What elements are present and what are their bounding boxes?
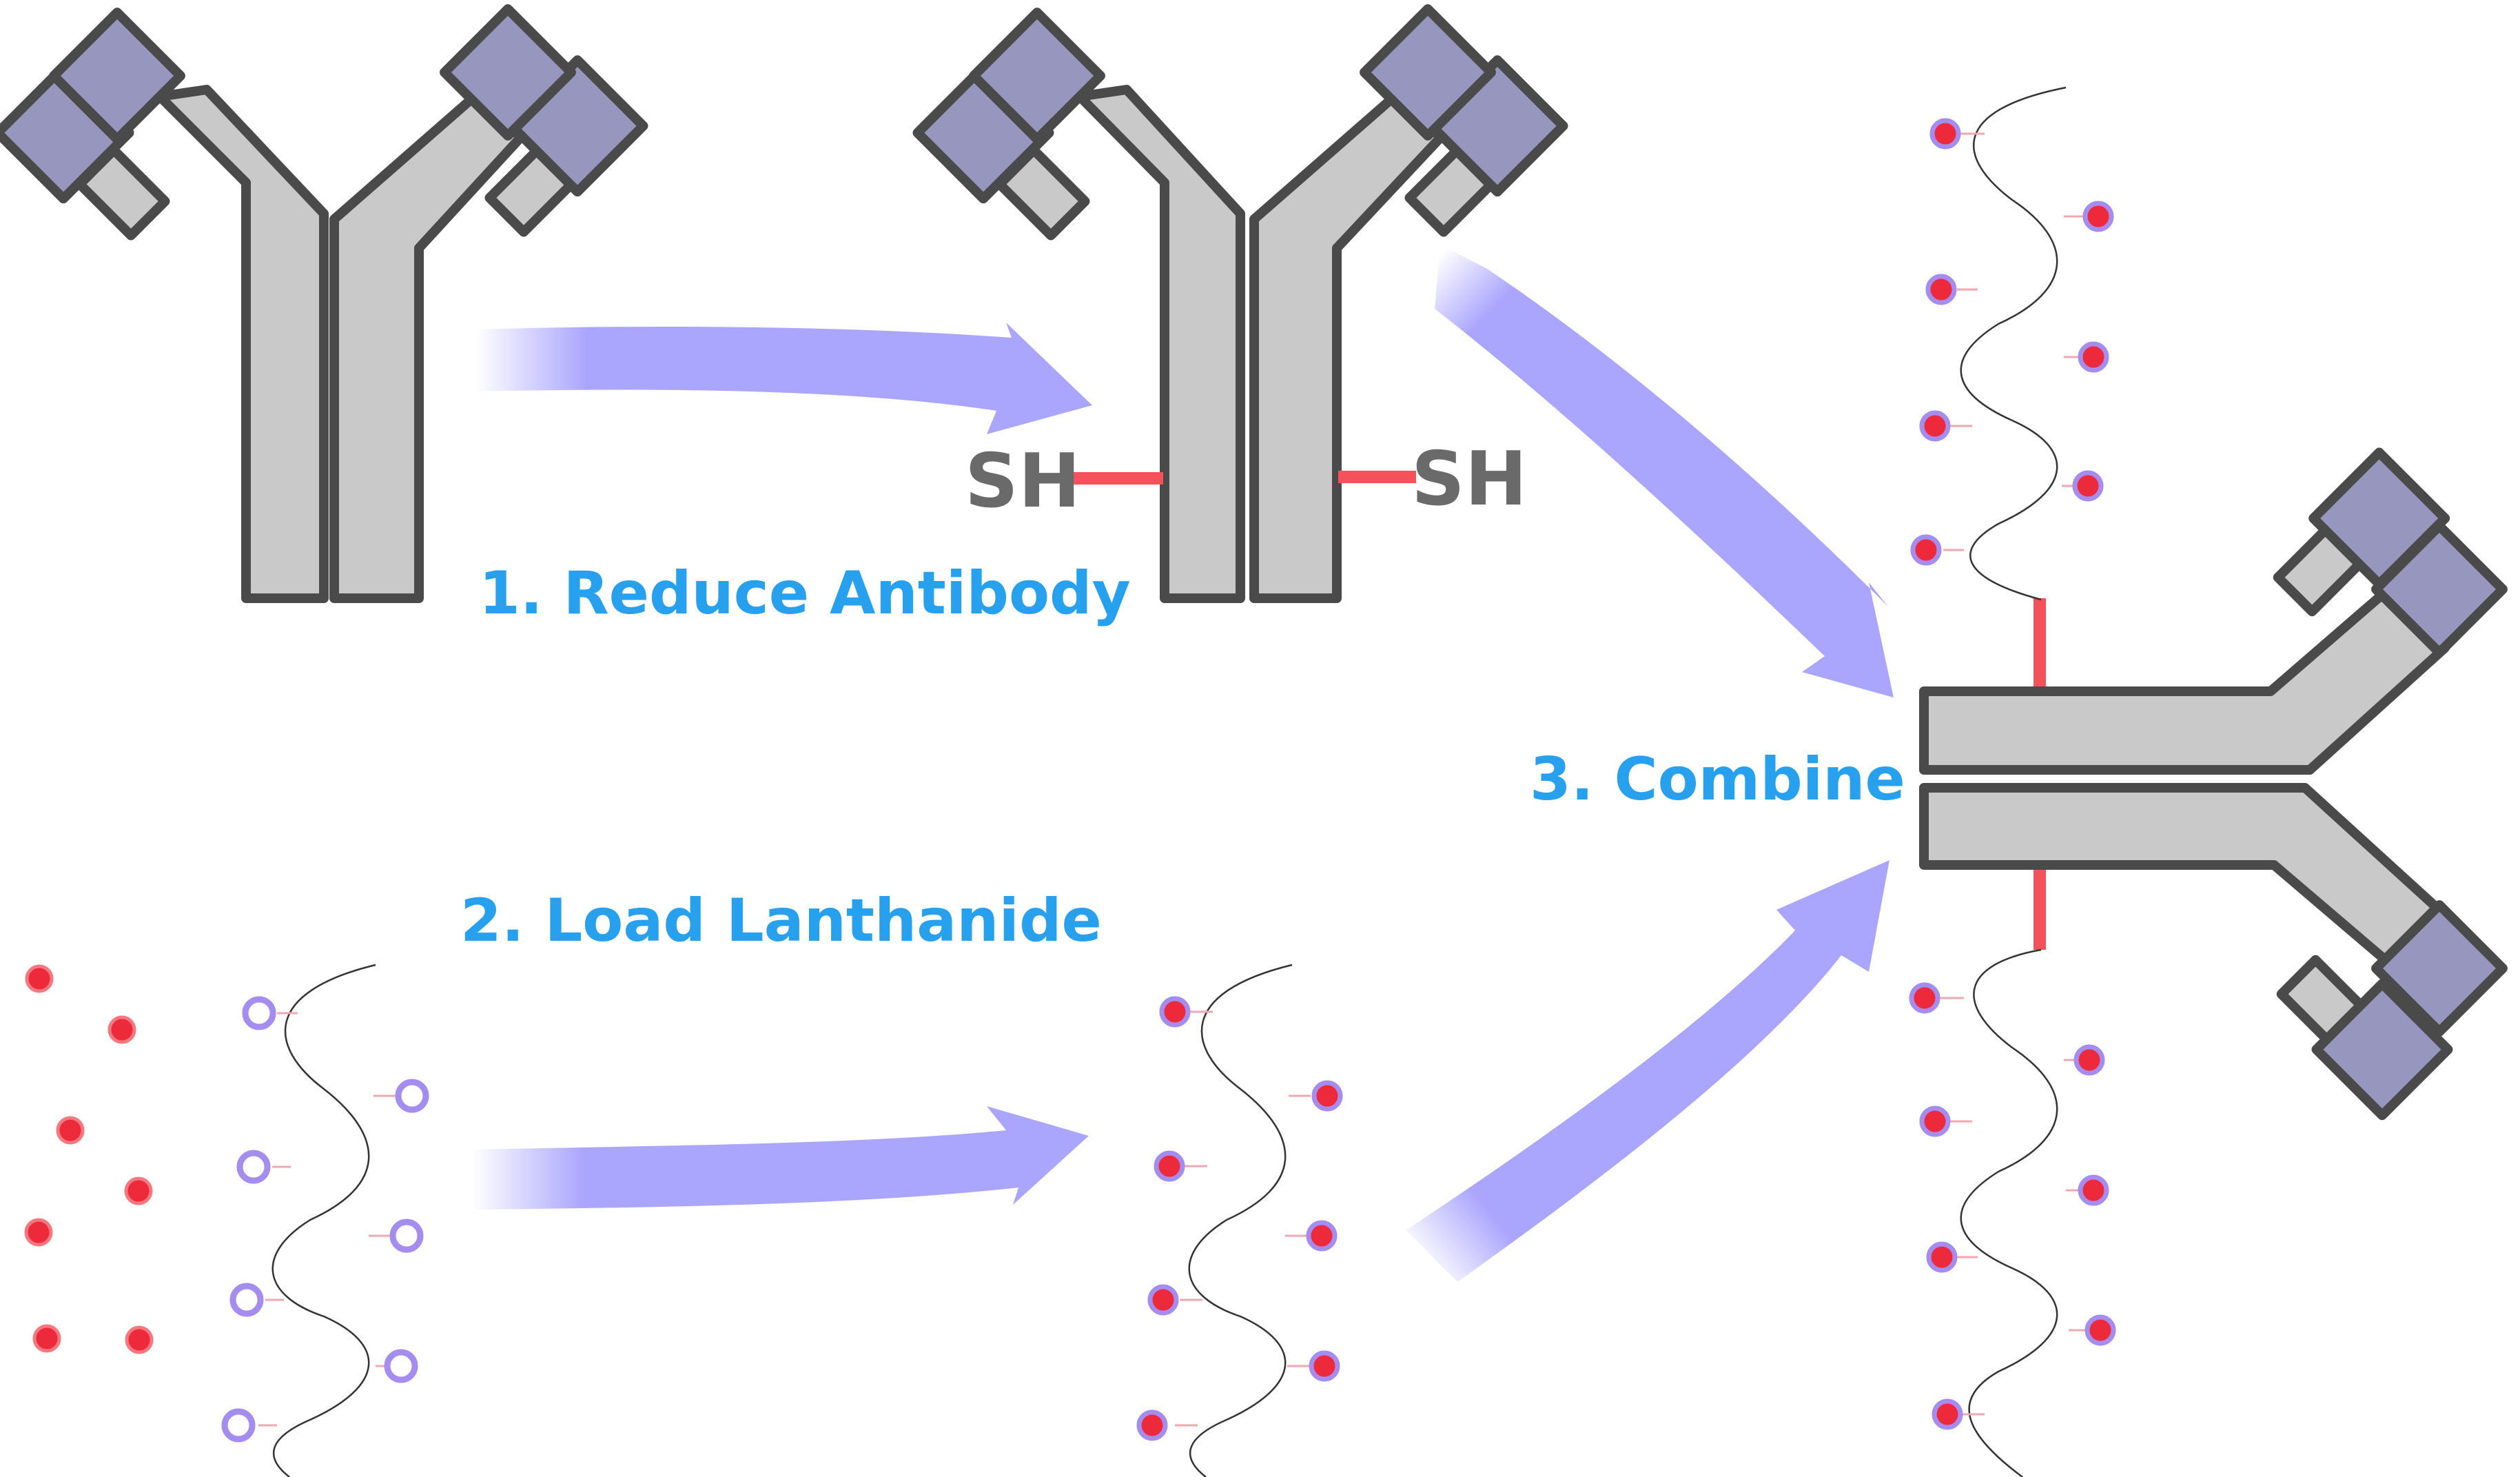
lanthanide-ion-icon	[56, 1116, 85, 1145]
lanthanide-ion-icon	[1910, 534, 1942, 566]
chelator-site	[242, 996, 276, 1030]
process-arrow-icon	[1406, 860, 1889, 1282]
polymer-empty	[221, 964, 429, 1477]
lanthanide-ion-icon	[1919, 410, 1951, 442]
chelator-site	[389, 1219, 424, 1253]
chelator-site	[221, 1408, 256, 1443]
lanthanide-ion-icon	[1909, 982, 1940, 1014]
lanthanide-ion-icon	[1311, 1080, 1343, 1112]
polymer-chain-icon	[272, 964, 376, 1477]
lanthanide-ion-icon	[107, 1015, 136, 1044]
antibody-icon	[0, 4, 648, 603]
lanthanide-ion-icon	[1147, 1284, 1179, 1316]
lanthanide-ion-icon	[2078, 1174, 2109, 1206]
antibody-icon	[912, 4, 1568, 603]
lanthanide-ion-icon	[125, 1325, 154, 1354]
polymer-conjugate-top	[1910, 86, 2114, 601]
polymer-chain-icon	[1960, 948, 2058, 1477]
step-label-combine: 3. Combine	[1530, 745, 1905, 814]
lanthanide-ion-icon	[2078, 341, 2109, 373]
polymer-chain-icon	[1188, 964, 1293, 1477]
arrow-combine-from-polymer	[1406, 860, 1889, 1282]
lanthanide-ion-icon	[1925, 274, 1957, 305]
thiol-label-left: SH	[965, 438, 1080, 524]
lanthanide-ion-icon	[1306, 1220, 1338, 1252]
chelator-site	[395, 1079, 429, 1113]
lanthanide-ion-icon	[25, 964, 54, 993]
lanthanide-ion-icon	[2082, 201, 2114, 232]
lanthanide-ion-icon	[2072, 470, 2104, 502]
step-label-reduce: 1. Reduce Antibody	[479, 559, 1131, 628]
chelator-site	[236, 1150, 271, 1184]
chelator-site	[384, 1349, 418, 1383]
lanthanide-ion-icon	[1926, 1241, 1958, 1273]
chelator-site	[229, 1283, 264, 1317]
process-arrow-icon	[1435, 245, 1894, 697]
arrow-combine-from-antibody	[1435, 245, 1894, 697]
polymer-chain-icon	[1960, 86, 2067, 601]
lanthanide-ion-icon	[2073, 1044, 2105, 1076]
lanthanide-ion-icon	[24, 1218, 53, 1247]
lanthanide-ion-icon	[1929, 118, 1961, 150]
lanthanide-ion-icon	[2084, 1314, 2116, 1346]
antibody-icon	[1919, 447, 2508, 1121]
polymer-conjugate-bottom	[1909, 948, 2116, 1477]
antibody-native	[0, 4, 648, 603]
arrow-reduce-step	[475, 323, 1092, 434]
antibody-conjugate	[1919, 447, 2508, 1121]
lanthanide-ion-icon	[1136, 1409, 1168, 1441]
lanthanide-ion-icon	[1309, 1350, 1340, 1382]
lanthanide-ion-icon	[124, 1176, 153, 1205]
lanthanide-ion-icon	[1919, 1106, 1951, 1137]
step-label-load: 2. Load Lanthanide	[460, 886, 1102, 955]
process-arrow-icon	[475, 323, 1092, 434]
antibody-reduced: SH SH	[912, 4, 1568, 603]
process-arrow-icon	[472, 1106, 1089, 1210]
free-lanthanide-ions	[24, 964, 154, 1354]
lanthanide-ion-icon	[1932, 1398, 1963, 1430]
lanthanide-ion-icon	[1154, 1150, 1185, 1182]
polymer-loaded	[1136, 964, 1343, 1477]
lanthanide-ion-icon	[1159, 996, 1191, 1028]
lanthanide-ion-icon	[32, 1324, 61, 1353]
thiol-label-right: SH	[1411, 436, 1527, 522]
arrow-load-step	[472, 1106, 1089, 1210]
